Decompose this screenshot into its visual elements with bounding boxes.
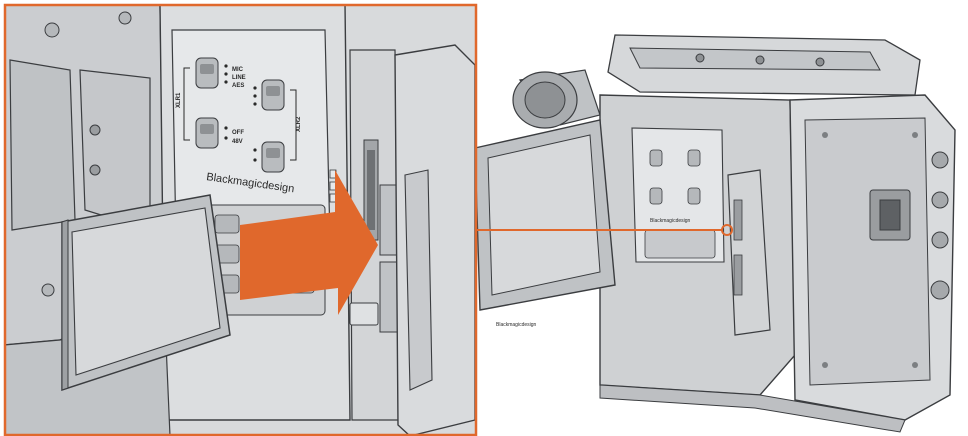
xlr2-phantom-switch[interactable] bbox=[261, 141, 285, 173]
xlr1-input-switch[interactable] bbox=[195, 57, 219, 89]
xlr2-label: XLR2 bbox=[296, 116, 302, 132]
option-48v: 48V bbox=[232, 139, 243, 145]
camera-full-view: Blackmagicdesign Blackmagicdesign bbox=[474, 34, 956, 433]
brand-logo-bottom: Blackmagicdesign bbox=[496, 322, 537, 328]
menu-button[interactable] bbox=[214, 214, 240, 234]
callout-target-circle bbox=[721, 224, 733, 236]
option-line: LINE bbox=[232, 75, 246, 81]
brand-logo-small: Blackmagicdesign bbox=[650, 218, 691, 224]
inset-frame bbox=[3, 3, 478, 436]
xlr2-input-switch[interactable] bbox=[261, 79, 285, 111]
option-aes: AES bbox=[232, 83, 244, 89]
cfast-media-card bbox=[61, 194, 231, 392]
xlr1-phantom-switch[interactable] bbox=[195, 117, 219, 149]
media-eject-button[interactable] bbox=[349, 302, 379, 326]
insert-direction-arrow-icon bbox=[240, 170, 378, 315]
xlr1-label: XLR1 bbox=[176, 92, 182, 108]
option-off: OFF bbox=[232, 130, 244, 136]
zoomed-inset: XLR1 XLR2 MIC LINE AES OFF 48V Blackmagi… bbox=[3, 3, 478, 436]
option-mic: MIC bbox=[232, 67, 244, 73]
